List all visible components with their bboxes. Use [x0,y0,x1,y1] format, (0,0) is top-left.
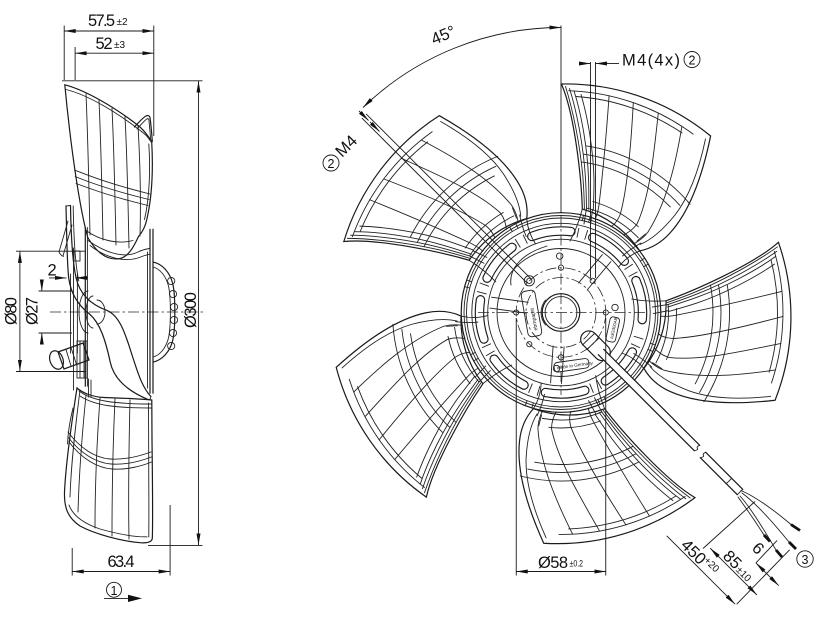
svg-text:2: 2 [689,54,696,68]
svg-text:Ø27: Ø27 [24,297,42,325]
svg-text:A3G300AB: A3G300AB [609,317,618,340]
svg-text:ebmpapst: ebmpapst [530,307,540,331]
svg-text:57.5: 57.5 [88,12,115,30]
svg-text:made in Germany: made in Germany [556,360,594,370]
svg-text:Ø300: Ø300 [182,292,200,328]
svg-text:±0.2: ±0.2 [570,559,584,569]
svg-text:±2: ±2 [117,17,128,28]
svg-text:63.4: 63.4 [108,553,135,571]
svg-text:3: 3 [802,553,809,567]
svg-text:Ø80: Ø80 [3,297,21,325]
svg-text:52: 52 [96,35,113,53]
svg-text:2: 2 [48,262,57,280]
svg-text:1: 1 [111,584,118,598]
svg-text:2: 2 [328,157,335,171]
svg-text:M4(4x): M4(4x) [622,52,680,70]
svg-text:±3: ±3 [114,40,125,51]
svg-text:Ø58: Ø58 [538,554,568,572]
